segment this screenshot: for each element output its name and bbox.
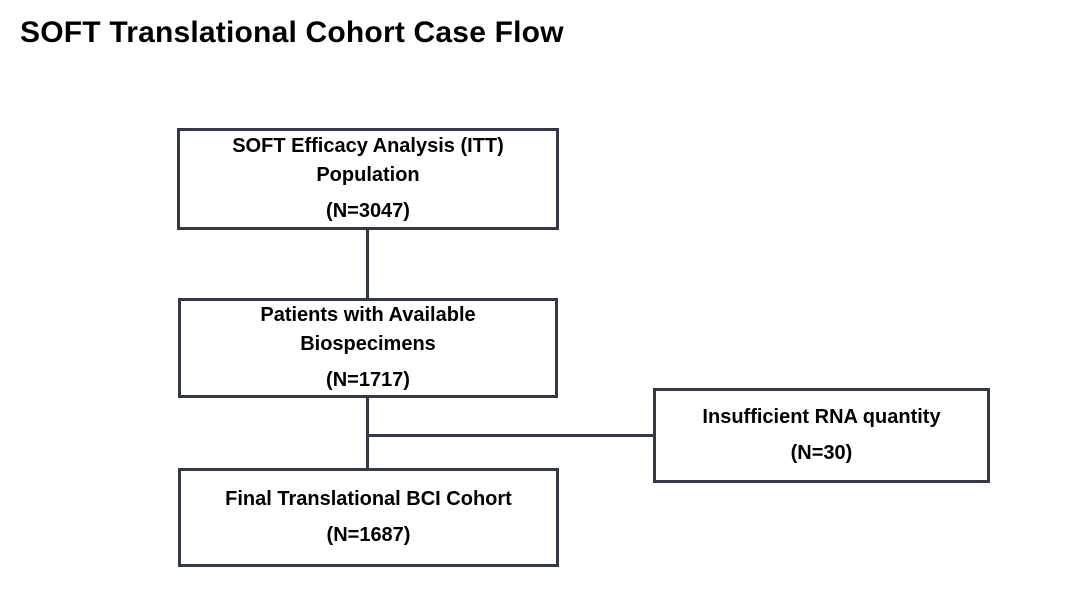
- flow-box-itt-population: SOFT Efficacy Analysis (ITT) Population …: [177, 128, 559, 230]
- connector-branch-to-insufficient-rna: [366, 434, 653, 437]
- flow-box-insufficient-rna: Insufficient RNA quantity (N=30): [653, 388, 990, 483]
- page-title: SOFT Translational Cohort Case Flow: [20, 16, 564, 49]
- box-n-value: (N=1687): [326, 524, 411, 546]
- connector-itt-to-biospecimens: [366, 230, 369, 298]
- flow-box-available-biospecimens: Patients with Available Biospecimens (N=…: [178, 298, 558, 398]
- box-n-value: (N=3047): [326, 200, 410, 222]
- box-n-value: (N=30): [790, 442, 853, 464]
- box-label: Insufficient RNA quantity: [702, 406, 941, 428]
- box-n-value: (N=1717): [326, 369, 410, 391]
- flow-box-final-cohort: Final Translational BCI Cohort (N=1687): [178, 468, 559, 567]
- box-label: Patients with Available Biospecimens: [260, 304, 476, 355]
- box-label: Final Translational BCI Cohort: [225, 488, 512, 510]
- connector-biospecimens-to-final: [366, 398, 369, 468]
- box-label: SOFT Efficacy Analysis (ITT) Population: [232, 135, 504, 186]
